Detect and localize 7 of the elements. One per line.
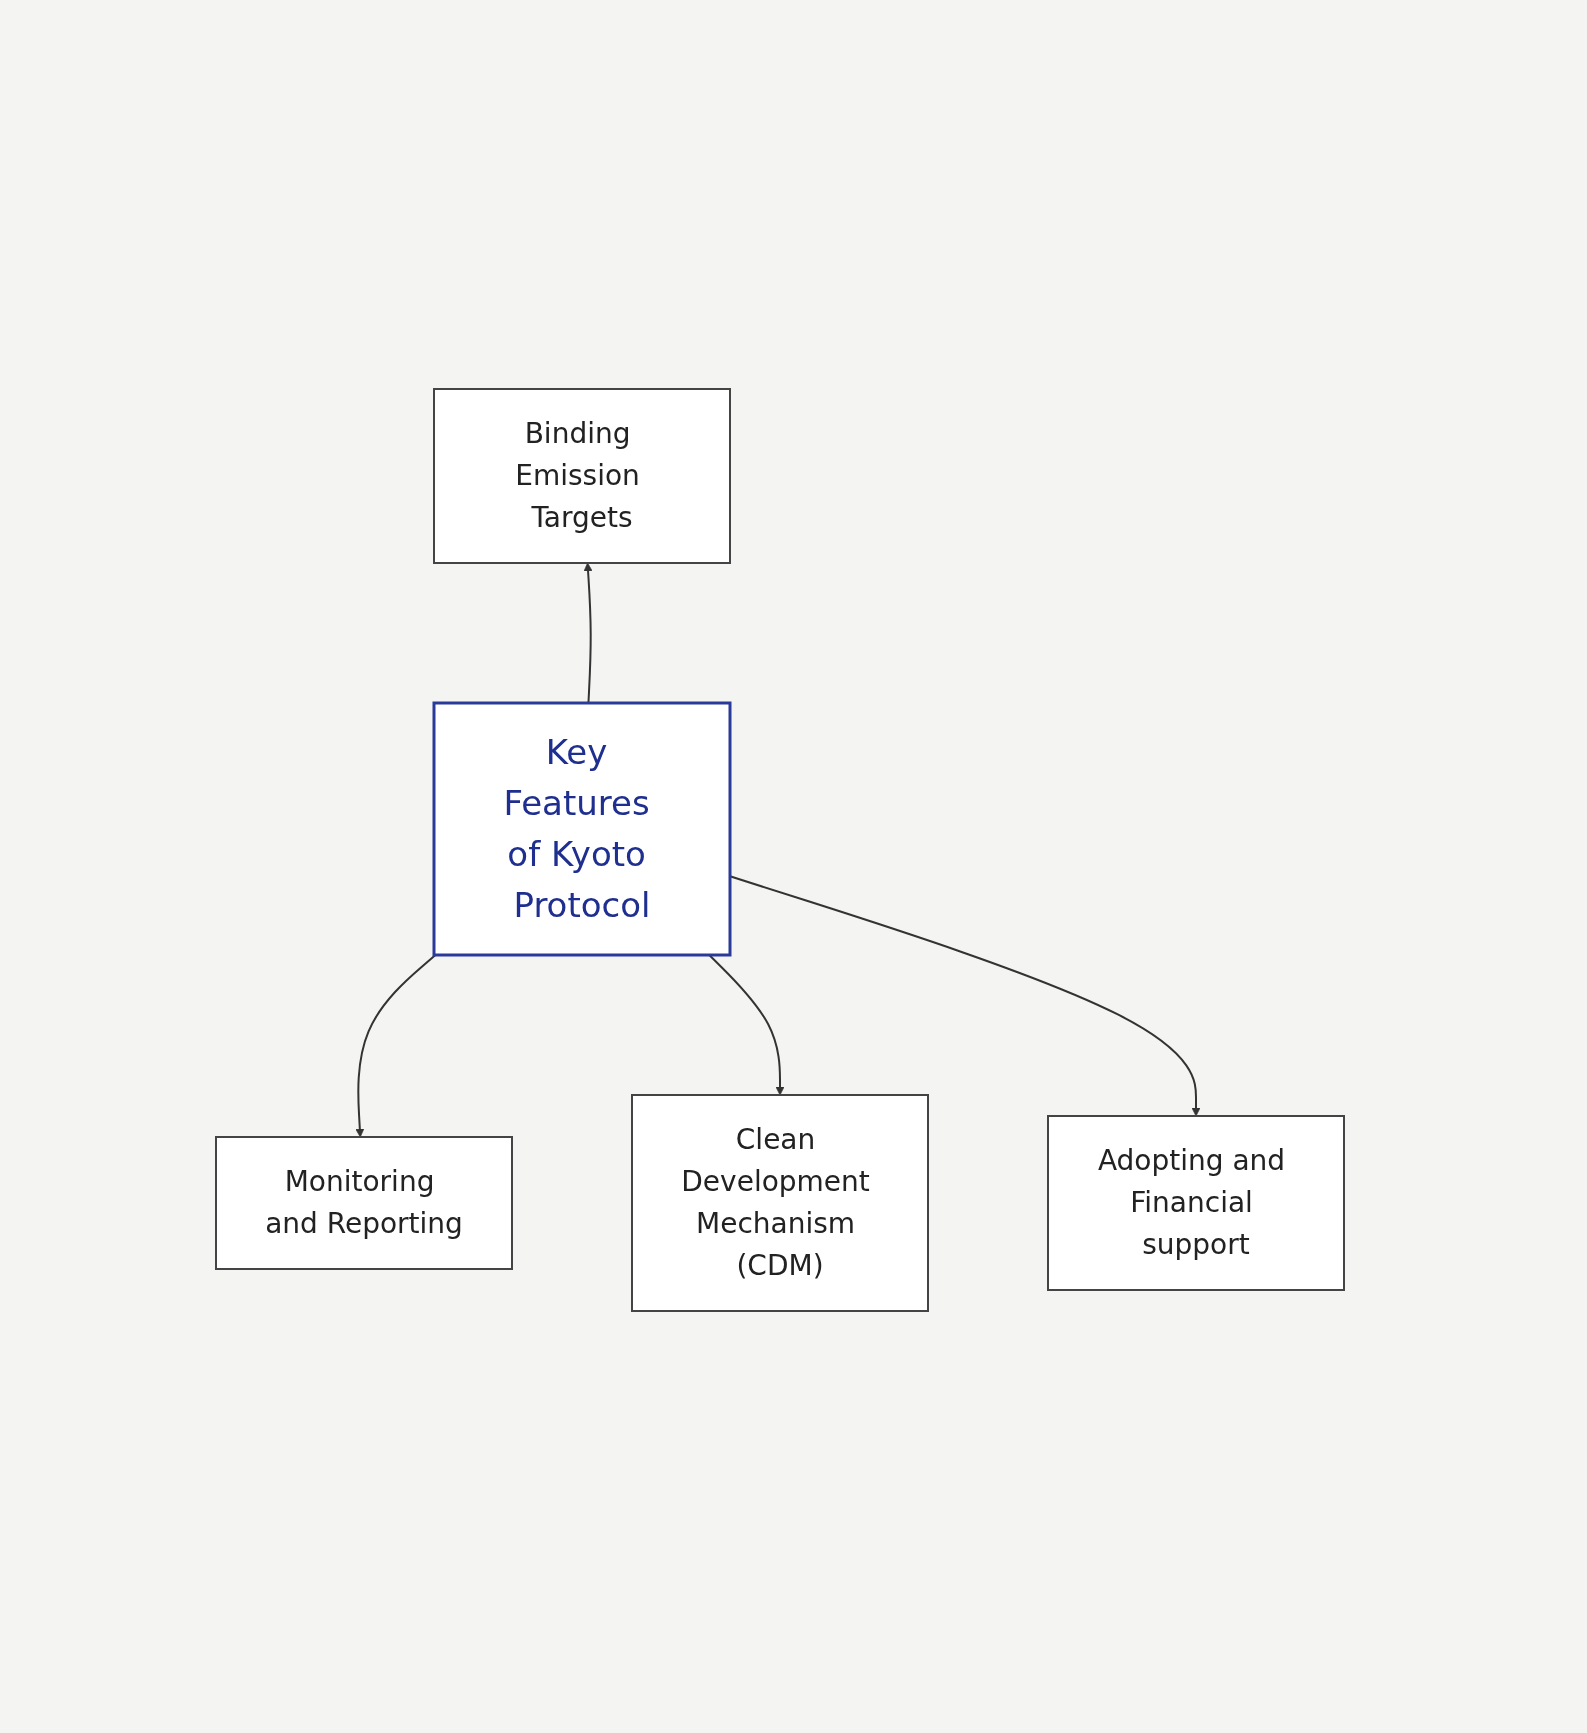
- node-box: Adopting and Financial support: [1047, 1115, 1345, 1291]
- node-box: Clean Development Mechanism (CDM): [631, 1094, 929, 1312]
- node-box: Monitoring and Reporting: [215, 1136, 513, 1270]
- node-box: Key Features of Kyoto Protocol: [432, 701, 732, 957]
- arrow: [583, 562, 593, 704]
- node-box: Binding Emission Targets: [433, 388, 731, 564]
- arrow: [355, 954, 437, 1138]
